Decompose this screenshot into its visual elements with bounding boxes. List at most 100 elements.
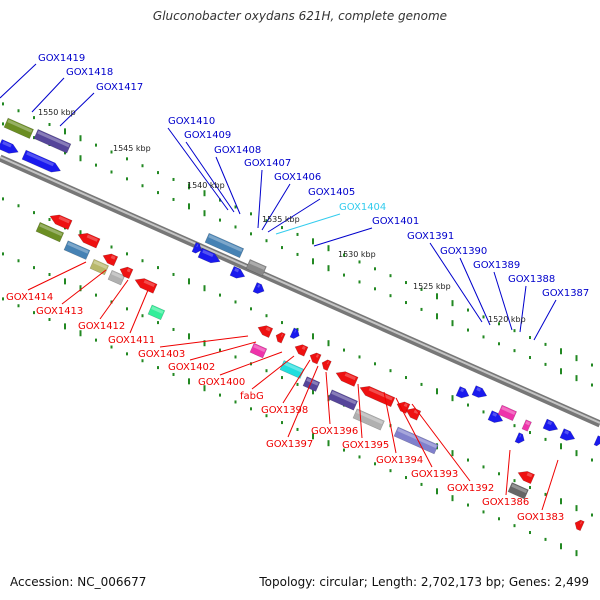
gene-label-gox1390[interactable]: GOX1390 [440,246,487,257]
gene-feature[interactable] [118,265,134,279]
tick-dot [498,517,500,521]
gene-label-gox1398[interactable]: GOX1398 [261,405,308,416]
tick-dot [312,433,314,440]
gene-label-gox1405[interactable]: GOX1405 [308,187,355,198]
tick-dot [79,330,82,337]
gene-label-gox1386[interactable]: GOX1386 [482,497,529,508]
gene-feature[interactable] [229,265,247,281]
gene-label-gox1383[interactable]: GOX1383 [517,512,564,523]
gene-label-gox1410[interactable]: GOX1410 [168,116,215,127]
gene-label-gox1409[interactable]: GOX1409 [184,130,231,141]
tick-dot [110,170,113,174]
gene-feature[interactable] [352,408,385,431]
label-leader-line [0,63,37,99]
gene-label-gox1402[interactable]: GOX1402 [168,362,215,373]
gene-label-fabg[interactable]: fabG [240,391,264,402]
tick-dot [312,388,314,395]
gene-label-gox1387[interactable]: GOX1387 [542,288,589,299]
gene-feature[interactable] [76,230,101,249]
gene-feature[interactable] [63,240,91,260]
gene-feature[interactable] [204,232,245,259]
gene-feature[interactable] [507,482,529,500]
gene-label-gox1388[interactable]: GOX1388 [508,274,555,285]
gene-feature[interactable] [35,221,65,243]
gene-feature[interactable] [327,389,358,411]
gene-feature[interactable] [21,149,63,175]
gene-label-gox1417[interactable]: GOX1417 [96,82,143,93]
gene-feature[interactable] [48,212,73,230]
gene-feature[interactable] [302,376,321,392]
gene-feature[interactable] [249,342,268,359]
tick-dot [110,150,113,154]
gene-feature[interactable] [334,368,359,387]
gene-feature[interactable] [293,342,309,357]
gene-label-gox1418[interactable]: GOX1418 [66,67,113,78]
gene-feature[interactable] [89,258,109,276]
gene-feature[interactable] [308,351,322,365]
gene-feature[interactable] [320,358,332,371]
gene-feature[interactable] [274,331,286,344]
gene-feature[interactable] [101,251,119,267]
tick-dot [79,230,82,237]
gene-label-gox1406[interactable]: GOX1406 [274,172,321,183]
gene-feature[interactable] [455,386,471,400]
gene-feature[interactable] [542,418,560,434]
gene-feature[interactable] [471,385,489,401]
tick-dot [327,245,330,252]
gene-label-gox1411[interactable]: GOX1411 [108,335,155,346]
tick-dot [544,537,547,541]
gene-label-gox1401[interactable]: GOX1401 [372,216,419,227]
gene-feature[interactable] [3,117,34,139]
tick-dot [420,287,423,291]
gene-label-gox1397[interactable]: GOX1397 [266,439,313,450]
gene-label-gox1419[interactable]: GOX1419 [38,53,85,64]
gene-feature[interactable] [516,468,535,485]
tick-dot [482,510,485,514]
gene-feature[interactable] [289,327,301,340]
tick-dot [451,320,454,327]
gene-feature[interactable] [573,518,585,532]
gene-label-gox1389[interactable]: GOX1389 [473,260,520,271]
tick-dot [575,550,578,557]
tick-dot [219,293,221,297]
gene-label-gox1404[interactable]: GOX1404 [339,202,386,213]
gene-label-gox1392[interactable]: GOX1392 [447,483,494,494]
gene-feature[interactable] [107,269,126,286]
label-leader-line [267,198,321,233]
gene-label-gox1408[interactable]: GOX1408 [214,145,261,156]
gene-label-gox1412[interactable]: GOX1412 [78,321,125,332]
gene-label-gox1403[interactable]: GOX1403 [138,349,185,360]
gene-feature[interactable] [593,435,600,448]
tick-dot [2,122,4,126]
gene-feature[interactable] [497,404,517,422]
gene-feature[interactable] [147,304,166,321]
label-leaders [0,63,559,511]
gene-feature[interactable] [191,242,203,254]
gene-label-gox1400[interactable]: GOX1400 [198,377,245,388]
gene-feature[interactable] [33,129,72,154]
gene-label-gox1413[interactable]: GOX1413 [36,306,83,317]
gene-feature[interactable] [245,259,267,277]
gene-label-gox1407[interactable]: GOX1407 [244,158,291,169]
gene-label-gox1414[interactable]: GOX1414 [6,292,53,303]
tick-dot [219,218,221,222]
gene-label-gox1394[interactable]: GOX1394 [376,455,423,466]
gene-feature[interactable] [0,139,20,156]
gene-label-gox1396[interactable]: GOX1396 [311,426,358,437]
gene-feature[interactable] [393,426,439,455]
tick-dot [420,382,423,386]
gene-feature[interactable] [358,383,396,408]
gene-feature[interactable] [487,410,505,426]
gene-feature[interactable] [256,323,274,338]
gene-feature[interactable] [521,419,532,432]
gene-label-gox1395[interactable]: GOX1395 [342,440,389,451]
gene-feature[interactable] [559,428,577,444]
tick-dot [296,252,299,256]
gene-feature[interactable] [252,282,266,295]
gene-label-gox1391[interactable]: GOX1391 [407,231,454,242]
gene-feature[interactable] [133,275,158,294]
gene-label-gox1393[interactable]: GOX1393 [411,469,458,480]
label-leader-line [493,271,513,331]
gene-feature[interactable] [514,432,526,445]
gene-feature[interactable] [197,247,222,266]
